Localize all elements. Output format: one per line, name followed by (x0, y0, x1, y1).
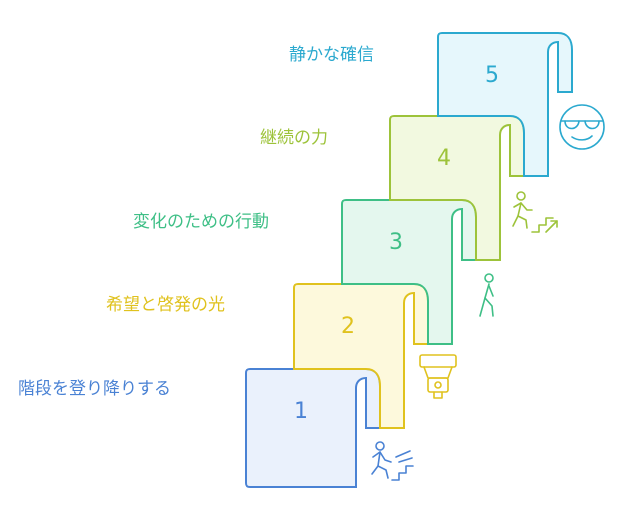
step-5: 5 (437, 32, 605, 177)
person-climbing-stairs-icon (371, 441, 414, 481)
lantern-icon (419, 354, 457, 399)
walking-person-icon (479, 273, 494, 317)
step-3-number: 3 (389, 230, 403, 255)
step-1-number: 1 (294, 399, 308, 424)
step-2-label: 希望と啓発の光 (106, 295, 225, 315)
step-1-label: 階段を登り降りする (18, 379, 171, 399)
step-3-label: 変化のための行動 (133, 212, 269, 232)
person-ascending-stairs-icon (512, 191, 558, 233)
step-4-label: 継続の力 (260, 128, 328, 148)
step-5-label: 静かな確信 (289, 45, 374, 65)
step-5-number: 5 (485, 63, 499, 88)
confident-face-sunglasses-icon (559, 104, 605, 150)
step-4-number: 4 (437, 146, 451, 171)
step-5-banner (437, 32, 573, 177)
step-1-banner (245, 368, 381, 488)
step-2-number: 2 (341, 314, 355, 339)
step-4: 4 (389, 115, 558, 261)
step-1: 1 (245, 368, 414, 488)
